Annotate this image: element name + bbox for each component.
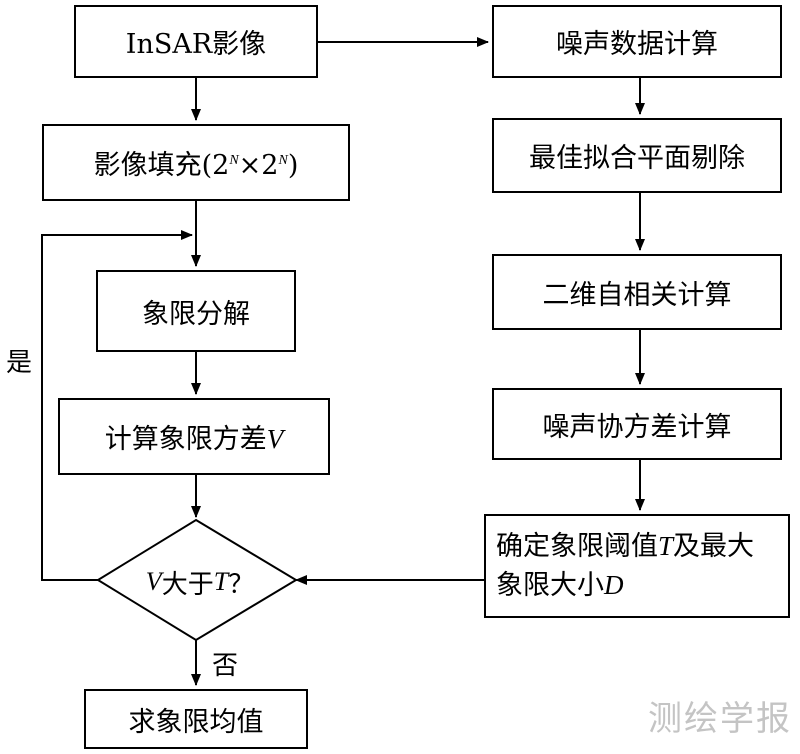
- image-fill-label: 影像填充(2N×2N): [93, 150, 299, 181]
- autocorrelation-label: 二维自相关计算: [542, 279, 732, 311]
- journal-watermark: 测绘学报: [648, 699, 792, 739]
- yes-label: 是: [6, 348, 33, 378]
- quadrant-decomposition-box: 象限分解: [96, 270, 296, 352]
- quadrant-decomposition-label: 象限分解: [142, 298, 250, 330]
- insar-image-box: InSAR影像: [74, 5, 318, 78]
- no-label: 否: [212, 651, 239, 681]
- noise-data-label: 噪声数据计算: [556, 29, 718, 60]
- plane-removal-box: 最佳拟合平面剔除: [492, 118, 782, 193]
- noise-covariance-box: 噪声协方差计算: [492, 388, 782, 460]
- autocorrelation-box: 二维自相关计算: [492, 254, 782, 330]
- quadrant-mean-box: 求象限均值: [84, 689, 308, 749]
- quadrant-variance-box: 计算象限方差V: [58, 398, 330, 475]
- threshold-label: 确定象限阈值T及最大 象限大小D: [496, 531, 755, 601]
- threshold-box: 确定象限阈值T及最大 象限大小D: [484, 514, 790, 618]
- insar-image-label: InSAR影像: [125, 29, 267, 60]
- noise-data-box: 噪声数据计算: [492, 5, 782, 78]
- decision-diamond: [96, 518, 298, 642]
- noise-covariance-label: 噪声协方差计算: [542, 411, 732, 443]
- image-fill-box: 影像填充(2N×2N): [42, 124, 350, 201]
- loop-yes-path: [41, 230, 193, 581]
- quadrant-variance-label: 计算象限方差V: [104, 424, 284, 455]
- plane-removal-label: 最佳拟合平面剔除: [529, 143, 745, 174]
- quadrant-mean-label: 求象限均值: [128, 706, 264, 738]
